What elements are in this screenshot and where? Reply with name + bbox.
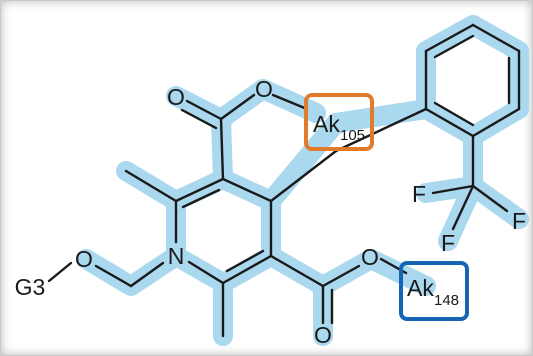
atom-n: N xyxy=(168,243,185,269)
atom-o-ether: O xyxy=(75,246,93,272)
atom-f1: F xyxy=(412,181,426,207)
atom-o-carbonyl-top: O xyxy=(167,84,185,110)
ak-148-selection-box[interactable] xyxy=(399,261,469,321)
atom-labels: O O Ak 105 F F F G3 O N O Ak 148 O xyxy=(15,76,526,348)
atom-g3: G3 xyxy=(15,274,46,300)
highlight-halo xyxy=(76,15,529,346)
atom-o-ester-bottom: O xyxy=(361,244,379,270)
atom-ak-bottom-subscript: 148 xyxy=(434,292,459,309)
atom-ak-bottom: Ak xyxy=(407,275,434,301)
atom-ak-top: Ak xyxy=(313,111,340,137)
bonds xyxy=(47,23,521,338)
atom-f3: F xyxy=(441,230,455,256)
atom-o-carbonyl-bottom: O xyxy=(314,322,332,348)
atom-f2: F xyxy=(512,208,526,234)
atom-o-ester-top: O xyxy=(255,76,273,102)
ak-105-selection-box[interactable] xyxy=(304,93,374,151)
atom-ak-top-subscript: 105 xyxy=(340,127,365,144)
